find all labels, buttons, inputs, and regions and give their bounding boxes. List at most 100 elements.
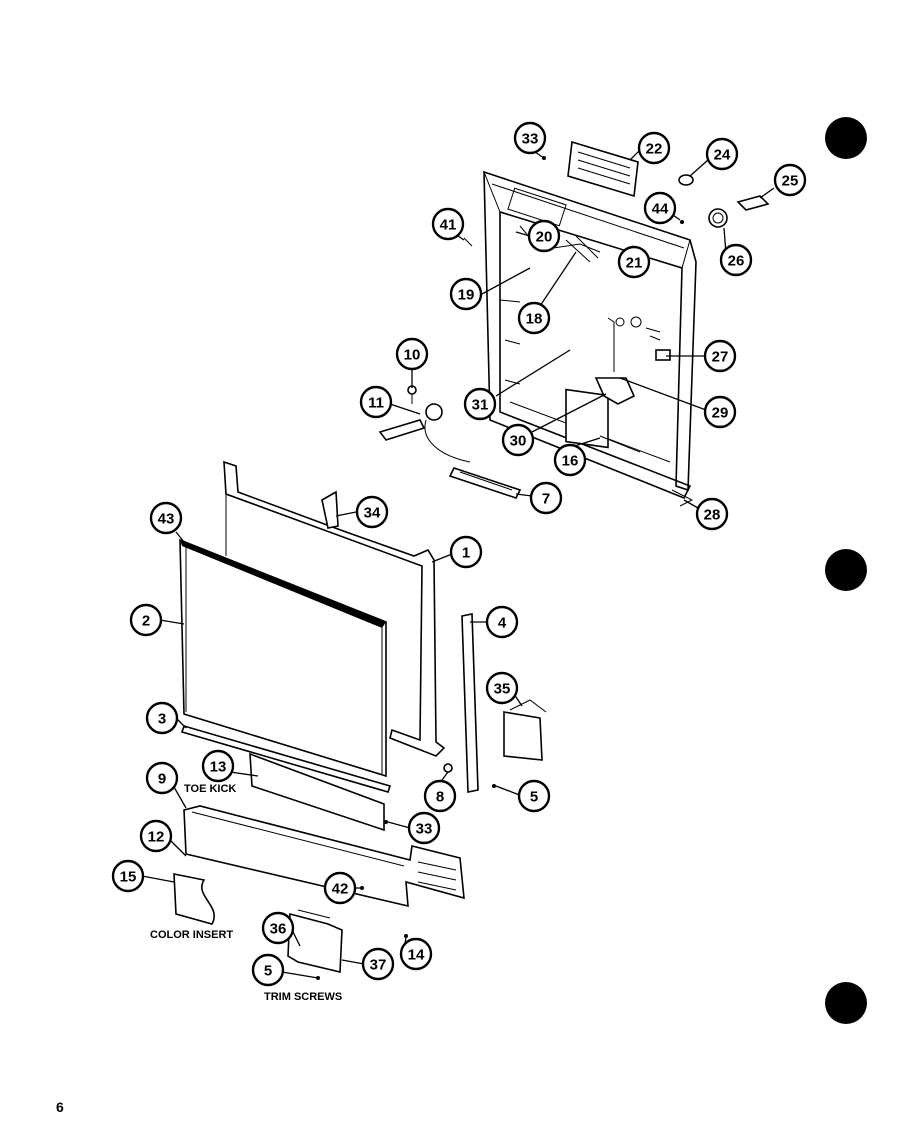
callout-number: 7 — [542, 491, 550, 508]
callout-circle — [527, 219, 561, 253]
callout-number: 2 — [142, 613, 150, 630]
cord-assembly — [378, 385, 471, 463]
callout-circle — [773, 163, 807, 197]
callout-24: 24 — [705, 137, 739, 171]
screws — [316, 763, 496, 980]
callout-number: 14 — [408, 947, 425, 964]
small-hardware — [463, 156, 770, 247]
bracket-36-37 — [287, 909, 343, 974]
callout-25: 25 — [773, 163, 807, 197]
callout-circle — [395, 337, 429, 371]
callout-36: 36 — [261, 911, 295, 945]
callout-circle — [719, 243, 753, 277]
callout-number: 19 — [458, 287, 475, 304]
bottom-strips — [180, 725, 392, 832]
inner-door-liner — [223, 460, 446, 757]
binder-hole-top — [825, 117, 867, 159]
callout-circle — [129, 603, 163, 637]
callout-circle — [355, 495, 389, 529]
callout-circle — [513, 121, 547, 155]
callout-31: 31 — [463, 387, 497, 421]
callout-circle — [149, 501, 183, 535]
callout-1: 1 — [449, 535, 483, 569]
binder-hole-middle — [825, 549, 867, 591]
callout-number: 8 — [436, 789, 444, 806]
callout-number: 44 — [652, 201, 669, 218]
callout-35: 35 — [485, 671, 519, 705]
callout-circle — [463, 387, 497, 421]
callout-number: 25 — [782, 173, 799, 190]
callout-circle — [617, 245, 651, 279]
callout-number: 15 — [120, 869, 137, 886]
callout-number: 37 — [370, 957, 387, 974]
callout-19: 19 — [449, 277, 483, 311]
callout-circle — [703, 339, 737, 373]
callout-34: 34 — [355, 495, 389, 529]
callout-41: 41 — [431, 207, 465, 241]
callout-circle — [251, 953, 285, 987]
callout-circle — [261, 911, 295, 945]
callout-number: 5 — [264, 963, 272, 980]
callout-circle — [553, 443, 587, 477]
callout-number: 43 — [158, 511, 175, 528]
callout-circle — [139, 819, 173, 853]
callout-circle — [485, 671, 519, 705]
callout-21: 21 — [617, 245, 651, 279]
callout-5: 5 — [251, 953, 285, 987]
callout-number: 35 — [494, 681, 511, 698]
callout-circle — [501, 423, 535, 457]
callout-42: 42 — [323, 871, 357, 905]
callout-30: 30 — [501, 423, 535, 457]
callout-number: 1 — [462, 545, 470, 562]
callout-16: 16 — [553, 443, 587, 477]
toe-kick-label: TOE KICK — [184, 783, 236, 795]
callout-9: 9 — [145, 761, 179, 795]
callout-circle — [643, 191, 677, 225]
callout-11: 11 — [359, 385, 393, 419]
callout-circle — [695, 497, 729, 531]
callout-number: 34 — [364, 505, 381, 522]
callout-circle — [517, 779, 551, 813]
callout-circle — [637, 131, 671, 165]
callout-number: 24 — [714, 147, 731, 164]
binder-holes — [825, 117, 867, 1024]
callout-27: 27 — [703, 339, 737, 373]
callout-number: 9 — [158, 771, 166, 788]
callout-circle — [201, 749, 235, 783]
callout-number: 28 — [704, 507, 721, 524]
bracket-35 — [503, 699, 547, 761]
vent-22 — [567, 140, 639, 198]
callout-number: 30 — [510, 433, 527, 450]
callout-37: 37 — [361, 947, 395, 981]
callout-5: 5 — [517, 779, 551, 813]
callout-number: 21 — [626, 255, 643, 272]
callout-circle — [399, 937, 433, 971]
callout-10: 10 — [395, 337, 429, 371]
callout-circle — [145, 761, 179, 795]
callout-number: 18 — [526, 311, 543, 328]
callout-20: 20 — [527, 219, 561, 253]
callout-circle — [145, 701, 179, 735]
callout-33: 33 — [407, 811, 441, 845]
callout-number: 12 — [148, 829, 165, 846]
callout-number: 5 — [530, 789, 538, 806]
callout-number: 42 — [332, 881, 349, 898]
callout-number: 41 — [440, 217, 457, 234]
binder-hole-bottom — [825, 982, 867, 1024]
callout-number: 3 — [158, 711, 166, 728]
callout-circle — [361, 947, 395, 981]
callout-8: 8 — [423, 779, 457, 813]
callout-circle — [449, 535, 483, 569]
toe-kick-panel — [183, 805, 465, 908]
callout-4: 4 — [485, 605, 519, 639]
callout-15: 15 — [111, 859, 145, 893]
callout-circle — [323, 871, 357, 905]
handle-7 — [448, 467, 522, 499]
callout-circle — [407, 811, 441, 845]
page-number: 6 — [56, 1099, 64, 1115]
callout-33: 33 — [513, 121, 547, 155]
callout-circle — [485, 605, 519, 639]
callout-number: 27 — [712, 349, 729, 366]
